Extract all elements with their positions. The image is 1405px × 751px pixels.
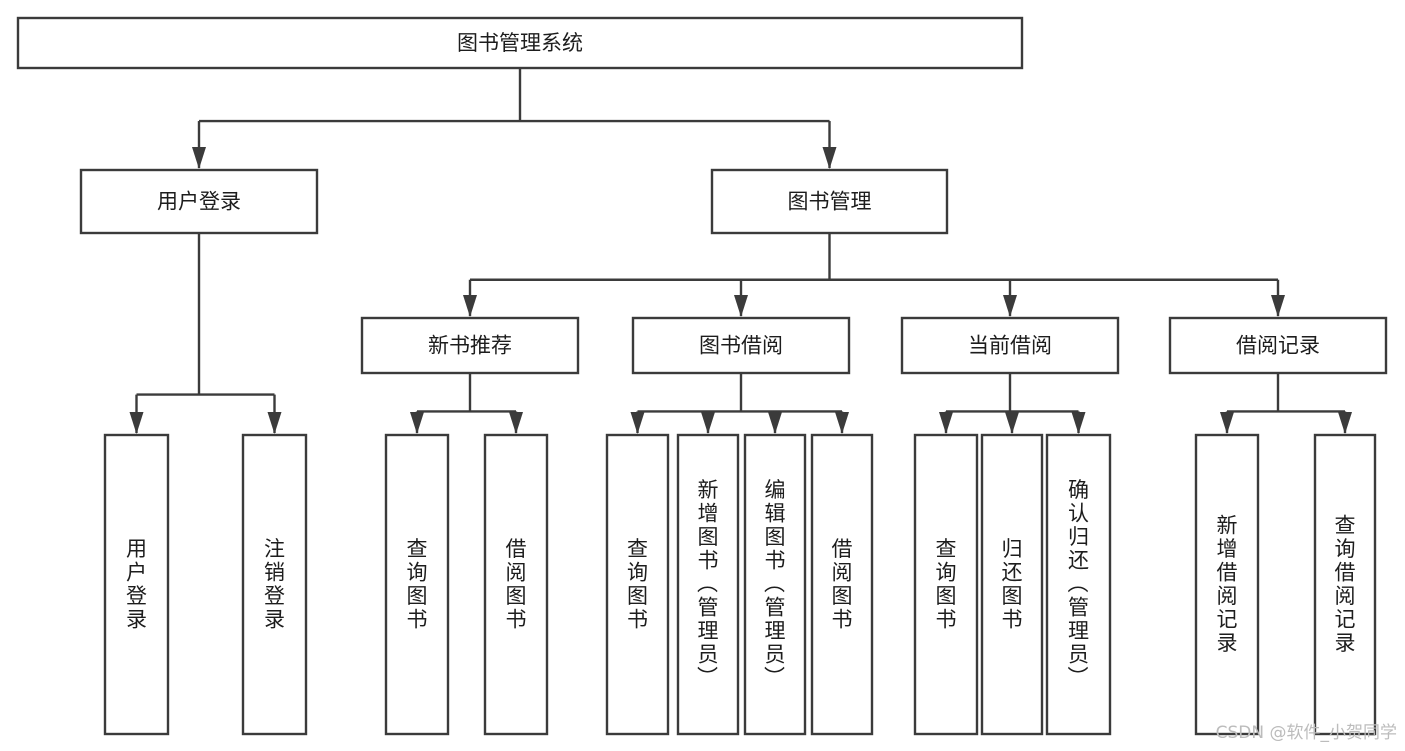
node-leaf-0[interactable]: 用户登录 [103, 433, 170, 736]
node-leaf-5[interactable]: 新增图书（管理员） [676, 433, 740, 736]
node-label: 当前借阅 [968, 334, 1052, 358]
node-label: 编辑图书（管理员） [764, 478, 786, 690]
node-label: 查询图书 [407, 537, 428, 632]
arrow-head-icon [1071, 412, 1086, 434]
arrow-head-icon [822, 147, 837, 169]
arrow-head-icon [1003, 295, 1017, 317]
node-leaf-4[interactable]: 查询图书 [605, 433, 670, 736]
node-box-shape [360, 316, 580, 375]
node-leaf-10[interactable]: 确认归还（管理员） [1045, 433, 1112, 736]
node-box-shape [605, 433, 670, 736]
node-label: 图书管理 [788, 190, 872, 214]
arrow-head-icon [1271, 295, 1285, 317]
node-leaf-12[interactable]: 查询借阅记录 [1313, 433, 1377, 736]
node-box-shape [1168, 316, 1388, 375]
node-box-shape [103, 433, 170, 736]
arrow-head-icon [734, 295, 748, 317]
node-label: 确认归还（管理员） [1068, 478, 1090, 690]
arrow-head-icon [835, 412, 849, 434]
node-l2-1[interactable]: 图书管理 [710, 168, 949, 235]
node-box-shape [1045, 433, 1112, 736]
node-leaf-9[interactable]: 归还图书 [980, 433, 1044, 736]
node-label: 新书推荐 [428, 334, 512, 358]
arrow-head-icon [630, 412, 645, 434]
node-leaf-1[interactable]: 注销登录 [241, 433, 308, 736]
node-root-图书管理系统[interactable]: 图书管理系统 [16, 16, 1024, 70]
node-l3-0[interactable]: 新书推荐 [360, 316, 580, 375]
node-box-shape [743, 433, 807, 736]
node-l2-0[interactable]: 用户登录 [79, 168, 319, 235]
node-leaf-3[interactable]: 借阅图书 [483, 433, 549, 736]
node-leaf-11[interactable]: 新增借阅记录 [1194, 433, 1260, 736]
arrow-head-icon [1220, 412, 1234, 434]
arrow-head-icon [939, 412, 953, 434]
arrow-head-icon [267, 412, 282, 434]
arrow-head-icon [463, 295, 477, 317]
node-label: 归还图书 [1002, 537, 1023, 632]
arrow-head-icon [192, 147, 206, 169]
node-label: 新增图书（管理员） [697, 478, 719, 690]
node-label: 新增借阅记录 [1217, 513, 1238, 655]
node-box-shape [483, 433, 549, 736]
node-box-shape [810, 433, 874, 736]
arrow-head-icon [509, 412, 523, 434]
arrow-head-icon [1005, 412, 1019, 434]
node-label: 查询图书 [627, 537, 648, 632]
node-box-shape [900, 316, 1120, 375]
node-box-shape [384, 433, 450, 736]
node-box-shape [710, 168, 949, 235]
node-label: 图书管理系统 [457, 31, 583, 55]
node-label: 用户登录 [157, 190, 241, 214]
node-box-shape [79, 168, 319, 235]
node-box-shape [676, 433, 740, 736]
node-label: 用户登录 [126, 537, 147, 632]
node-box-shape [913, 433, 979, 736]
node-leaf-7[interactable]: 借阅图书 [810, 433, 874, 736]
node-leaf-8[interactable]: 查询图书 [913, 433, 979, 736]
arrow-head-icon [1338, 412, 1352, 434]
node-label: 查询图书 [936, 537, 957, 632]
arrow-head-icon [129, 412, 144, 434]
node-label: 借阅图书 [506, 537, 527, 632]
node-label: 图书借阅 [699, 334, 783, 358]
node-label: 注销登录 [264, 537, 285, 632]
node-layer: 图书管理系统用户登录图书管理新书推荐图书借阅当前借阅借阅记录用户登录注销登录查询… [16, 16, 1388, 736]
node-box-shape [1313, 433, 1377, 736]
node-box-shape [16, 16, 1024, 70]
node-l3-3[interactable]: 借阅记录 [1168, 316, 1388, 375]
node-l3-1[interactable]: 图书借阅 [631, 316, 851, 375]
arrow-head-icon [410, 412, 424, 434]
node-label: 查询借阅记录 [1335, 513, 1356, 655]
node-box-shape [241, 433, 308, 736]
node-box-shape [1194, 433, 1260, 736]
connector-layer [129, 68, 1352, 434]
node-box-shape [980, 433, 1044, 736]
arrow-head-icon [701, 412, 715, 434]
node-label: 借阅记录 [1236, 334, 1320, 358]
arrow-head-icon [768, 412, 782, 434]
node-leaf-6[interactable]: 编辑图书（管理员） [743, 433, 807, 736]
node-l3-2[interactable]: 当前借阅 [900, 316, 1120, 375]
node-leaf-2[interactable]: 查询图书 [384, 433, 450, 736]
node-box-shape [631, 316, 851, 375]
node-label: 借阅图书 [832, 537, 853, 632]
